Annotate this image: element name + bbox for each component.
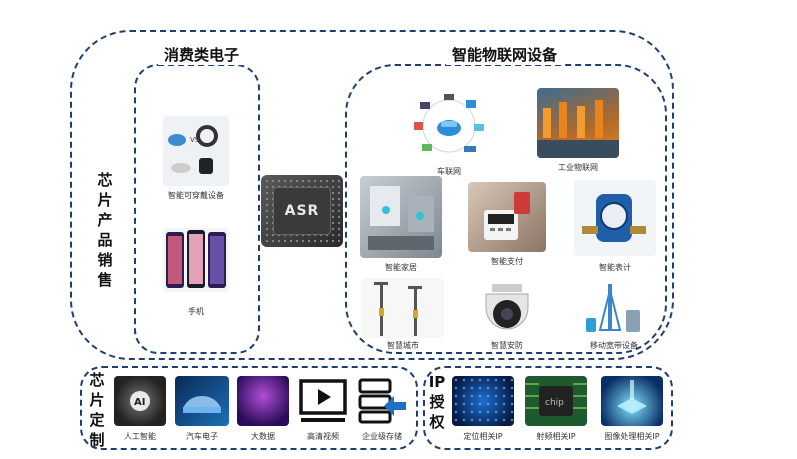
phones-caption: 手机 — [188, 307, 204, 316]
svg-text:AI: AI — [134, 397, 145, 408]
smart-security-caption: 智慧安防 — [491, 341, 523, 350]
positioning-ip-caption: 定位相关IP — [463, 432, 503, 441]
chip-sales-label: 芯片产品销售 — [97, 171, 113, 289]
ai-caption: 人工智能 — [124, 432, 156, 441]
asr-chip-image: ASR — [261, 175, 343, 247]
enterprise-storage-caption: 企业级存储 — [362, 432, 402, 441]
auto-electronics-caption: 汽车电子 — [186, 432, 218, 441]
smart-payment-image — [468, 182, 546, 252]
chip-customization-region — [80, 366, 418, 450]
smart-city-image — [362, 278, 444, 338]
consumer-electronics-region — [134, 64, 260, 354]
image-processing-ip-caption: 图像处理相关IP — [604, 432, 660, 441]
smart-city-caption: 智慧城市 — [387, 341, 419, 350]
iot-devices-title: 智能物联网设备 — [446, 44, 564, 65]
wearables-caption: 智能可穿戴设备 — [168, 191, 224, 200]
consumer-electronics-title: 消费类电子 — [158, 44, 246, 65]
chip-custom-label: 芯片定制 — [89, 371, 105, 449]
rf-ip-image: chip — [525, 376, 587, 426]
rf-ip-caption: 射频相关IP — [536, 432, 576, 441]
iov-caption: 车联网 — [437, 167, 461, 176]
wearables-image: VS — [163, 116, 229, 186]
big-data-image — [237, 376, 289, 426]
iot-devices-region — [345, 64, 667, 354]
smart-meter-image — [574, 180, 656, 256]
ip-licensing-region — [423, 366, 673, 450]
auto-electronics-image — [175, 376, 229, 426]
iov-image — [406, 88, 492, 162]
big-data-caption: 大数据 — [251, 432, 275, 441]
ai-image: AI — [114, 376, 166, 426]
smart-security-image — [472, 280, 542, 338]
smart-home-image — [360, 176, 442, 258]
mobile-broadband-image — [580, 280, 650, 338]
hd-video-icon — [298, 376, 348, 426]
positioning-ip-image — [452, 376, 514, 426]
industrial-iot-image — [537, 88, 619, 158]
mobile-broadband-caption: 移动宽带设备 — [590, 341, 638, 350]
hd-video-caption: 高清视频 — [307, 432, 339, 441]
svg-text:chip: chip — [545, 398, 564, 408]
phones-image — [163, 228, 229, 292]
smart-meter-caption: 智能表计 — [599, 263, 631, 272]
smart-payment-caption: 智能支付 — [491, 257, 523, 266]
image-processing-ip-image — [601, 376, 663, 426]
svg-text:VS: VS — [190, 136, 200, 144]
smart-home-caption: 智能家居 — [385, 263, 417, 272]
ip-license-label: IP授权 — [428, 373, 446, 431]
industrial-iot-caption: 工业物联网 — [558, 163, 598, 172]
chip-sales-region — [70, 30, 674, 360]
chip-brand-label: ASR — [273, 187, 331, 235]
enterprise-storage-icon — [356, 376, 408, 426]
